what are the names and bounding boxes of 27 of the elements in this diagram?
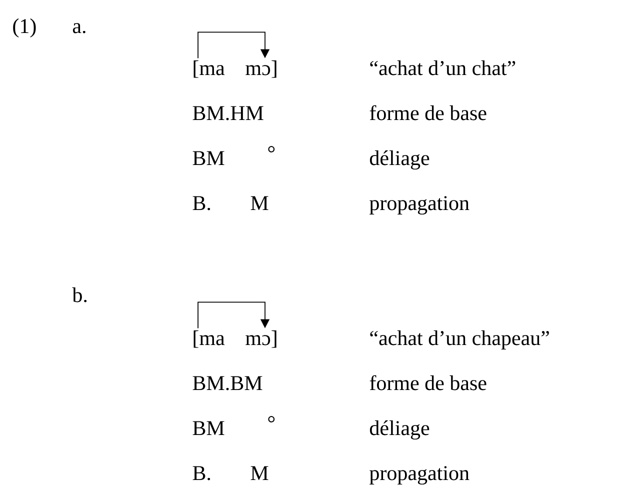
transcription-text: [ma (194, 60, 225, 78)
tone-notation: B. (192, 466, 210, 480)
tone-notation: BM.BM (192, 376, 262, 390)
example-number: (1) (13, 18, 36, 38)
tone-notation: M (250, 196, 268, 210)
gloss: “achat d’un chat” (370, 60, 516, 76)
tone-notation: B. (192, 196, 210, 210)
gloss: “achat d’un chapeau” (370, 330, 549, 350)
tone-notation: BM (192, 151, 224, 166)
step-label: propagation (370, 196, 470, 215)
step-label: forme de base (370, 105, 486, 120)
item-letter: b. (72, 287, 87, 302)
arrow (198, 32, 270, 59)
step-label: propagation (370, 466, 470, 485)
floating-tone-mark: ° (268, 146, 275, 152)
item-letter: a. (72, 23, 86, 34)
transcription-text: mɔ] (246, 60, 276, 78)
step-label: déliage (370, 150, 430, 170)
floating-tone-mark: ° (268, 416, 275, 422)
transcription-text: [ma (194, 330, 225, 348)
arrow (198, 302, 270, 329)
step-label: forme de base (370, 375, 486, 390)
tone-notation: BM (192, 421, 224, 436)
tone-notation: M (250, 466, 268, 480)
transcription-text: mɔ] (246, 330, 276, 348)
tone-notation: BM.HM (192, 106, 264, 120)
step-label: déliage (370, 420, 430, 440)
